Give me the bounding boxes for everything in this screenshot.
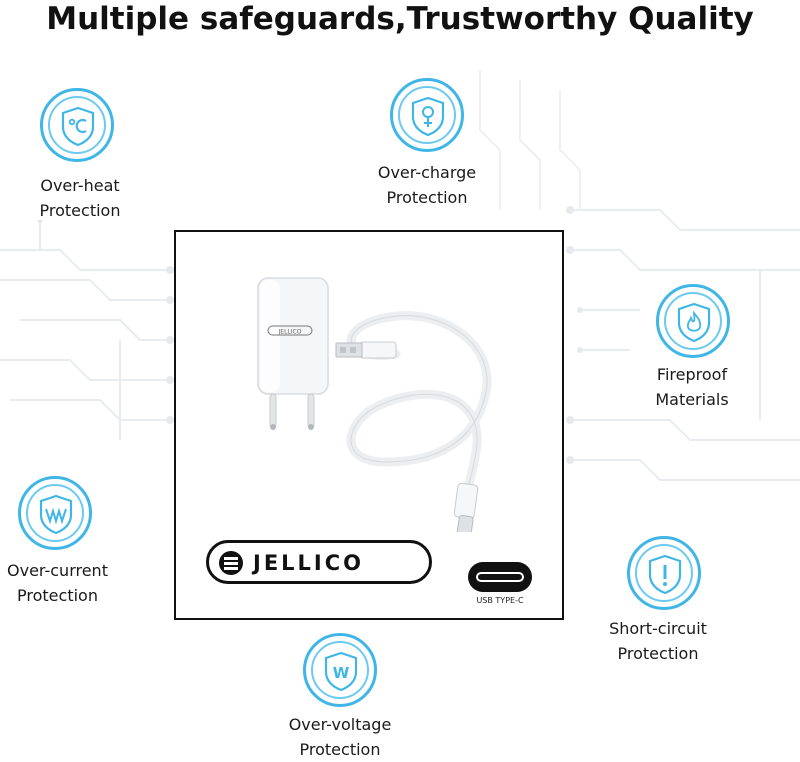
brand-name: JELLICO — [253, 551, 364, 575]
product-image-frame: JELLICO JELLICO USB TYPE-C — [174, 230, 564, 620]
fireproof-badge — [656, 284, 730, 358]
usb-type-c-icon — [468, 562, 532, 592]
brand-logo: JELLICO — [206, 540, 432, 584]
shield-female-icon — [411, 96, 445, 137]
short-circuit-badge — [627, 536, 701, 610]
page-title: Multiple safeguards,Trustworthy Quality — [46, 1, 754, 37]
usb-type-c-label: USB TYPE-C — [476, 596, 524, 605]
shield-w-icon: W — [324, 651, 358, 692]
circuit-pattern-left — [0, 220, 174, 440]
shield-waveform-icon — [39, 494, 73, 535]
over-heat-badge — [40, 88, 114, 162]
brand-mark-icon — [219, 551, 243, 575]
svg-text:W: W — [333, 664, 350, 682]
over-charge-badge — [390, 78, 464, 152]
svg-text:JELLICO: JELLICO — [278, 329, 302, 336]
shield-flame-icon — [677, 302, 711, 343]
over-voltage-badge: W — [303, 633, 377, 707]
thermometer-celsius-icon — [61, 106, 95, 147]
charger-and-cable-illustration: JELLICO — [257, 277, 492, 532]
over-current-badge — [18, 476, 92, 550]
shield-exclamation-icon — [648, 554, 682, 595]
